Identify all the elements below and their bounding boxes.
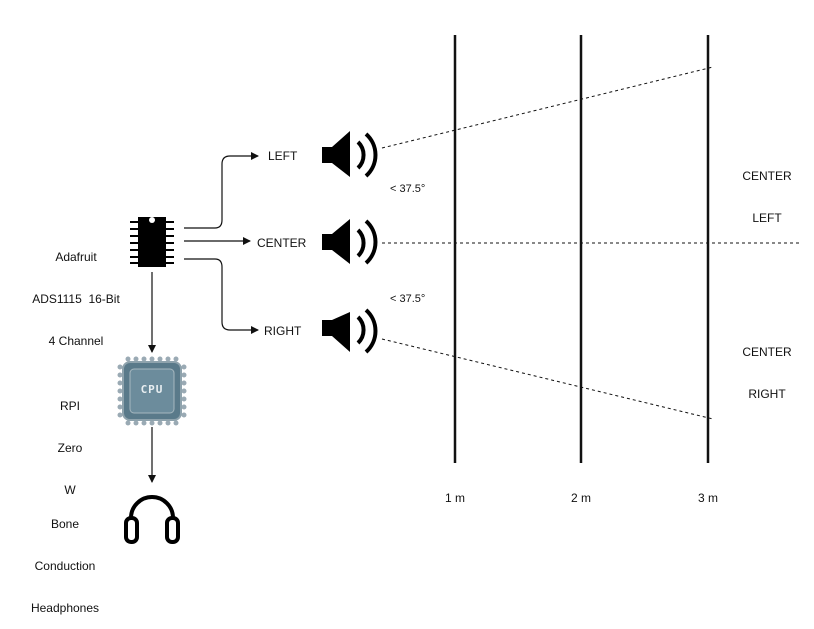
- speaker-center-icon: [322, 219, 378, 265]
- zone-center-left-label: CENTER LEFT: [730, 141, 804, 239]
- zone-center-right-label: CENTER RIGHT: [730, 317, 804, 415]
- zone-center-left-line2: LEFT: [752, 211, 782, 225]
- channel-right-label: RIGHT: [264, 324, 302, 338]
- zone-center-left-line1: CENTER: [742, 169, 792, 183]
- angle-upper-label: < 37.5°: [390, 183, 426, 195]
- cpu-icon: [117, 356, 187, 426]
- channel-left-label: LEFT: [268, 149, 298, 163]
- speaker-right-icon: [322, 308, 378, 354]
- headphones-label: Bone Conduction Headphones: [18, 489, 112, 629]
- headphones-label-line1: Bone: [50, 517, 80, 531]
- zone-center-right-line2: RIGHT: [748, 387, 786, 401]
- adc-label-line2: ADS1115 16-Bit: [32, 292, 120, 306]
- rpi-label-line1: RPI: [59, 399, 80, 413]
- headphones-label-line3: Headphones: [30, 601, 100, 615]
- speaker-left-icon: [322, 131, 378, 178]
- rpi-label: RPI Zero W: [50, 371, 90, 511]
- headphones-icon: [124, 495, 180, 544]
- channel-center-label: CENTER: [257, 236, 307, 250]
- rpi-label-line3: W: [64, 483, 76, 497]
- distance-2m-label: 2 m: [570, 491, 591, 505]
- channel-connectors: [148, 152, 259, 483]
- distance-3m-label: 3 m: [697, 491, 718, 505]
- cpu-text: CPU: [140, 383, 164, 396]
- headphones-label-line2: Conduction: [34, 559, 96, 573]
- angle-lower-label: < 37.5°: [390, 293, 426, 305]
- diagram-canvas: [117, 35, 802, 544]
- adc-chip-icon: [130, 217, 174, 267]
- distance-lines: [453, 35, 710, 463]
- sound-field-lines: [381, 66, 802, 420]
- zone-center-right-line1: CENTER: [742, 345, 792, 359]
- adc-label-line3: 4 Channel: [48, 334, 104, 348]
- adc-label-line1: Adafruit: [55, 250, 97, 264]
- rpi-label-line2: Zero: [57, 441, 83, 455]
- distance-1m-label: 1 m: [444, 491, 465, 505]
- adc-label: Adafruit ADS1115 16-Bit 4 Channel: [18, 222, 134, 362]
